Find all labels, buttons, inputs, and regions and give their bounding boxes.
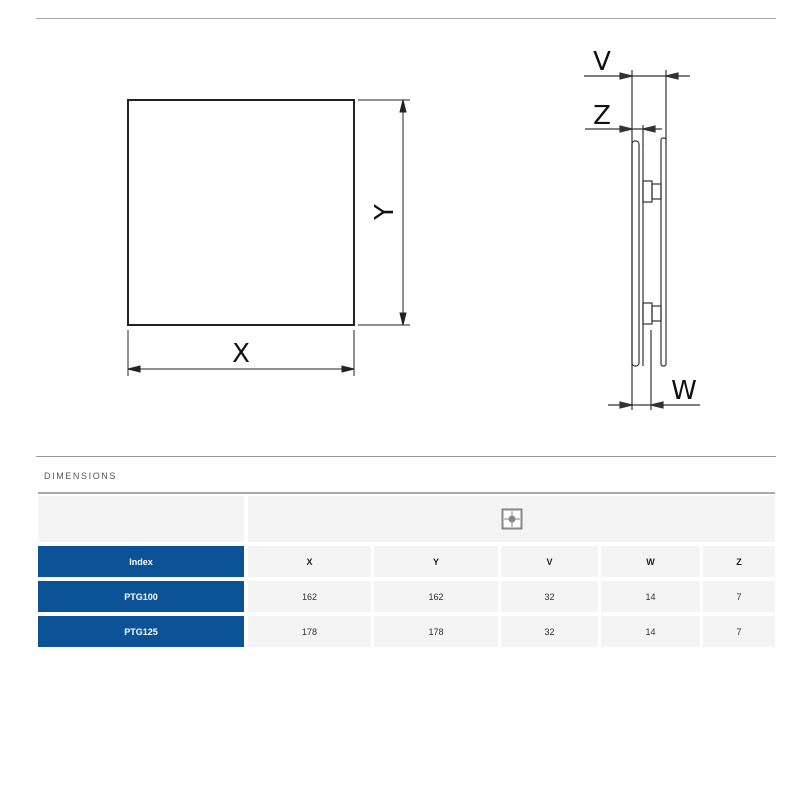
y-label: Y [370, 204, 400, 221]
column-header: Y [374, 546, 498, 577]
row-index: PTG125 [38, 616, 244, 647]
column-header: X [248, 546, 371, 577]
table-cell: 7 [703, 616, 775, 647]
table-cell: 32 [501, 616, 598, 647]
index-header: Index [38, 546, 244, 577]
middle-divider [36, 456, 776, 457]
table-cell: 32 [501, 581, 598, 612]
table-cell: 7 [703, 581, 775, 612]
row-index: PTG100 [38, 581, 244, 612]
table-cell: 162 [248, 581, 371, 612]
front-view [127, 99, 410, 376]
table-cell: 14 [601, 581, 700, 612]
z-label: Z [593, 101, 611, 131]
top-divider [36, 18, 776, 19]
column-header: Z [703, 546, 775, 577]
technical-drawing: X Y V Z W [127, 47, 700, 410]
dimensions-title: DIMENSIONS [44, 471, 118, 481]
empty-header-cell [38, 496, 244, 542]
v-label: V [593, 47, 611, 77]
w-label: W [671, 376, 697, 406]
table-cell: 14 [601, 616, 700, 647]
table-cell: 178 [374, 616, 498, 647]
column-header: W [601, 546, 700, 577]
grille-icon [501, 508, 522, 530]
table-cell: 178 [248, 616, 371, 647]
table-cell: 162 [374, 581, 498, 612]
x-label: X [232, 339, 250, 369]
column-header: V [501, 546, 598, 577]
table-top-border [38, 492, 775, 494]
side-view [584, 70, 700, 410]
icon-header-cell [248, 496, 775, 542]
